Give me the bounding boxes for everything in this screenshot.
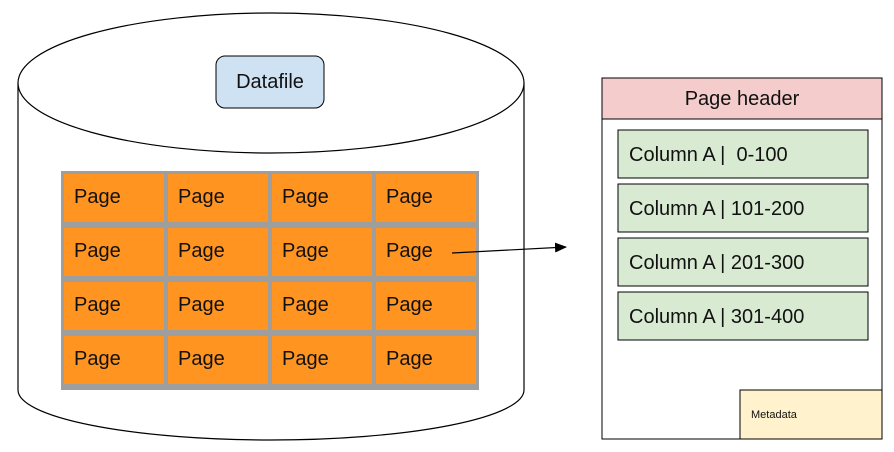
datafile-label: Datafile xyxy=(236,71,304,93)
page-cell-rect xyxy=(168,282,268,330)
page-cell-rect xyxy=(168,336,268,384)
page-cell: Page xyxy=(376,282,476,330)
column-range-box: Column A | 0-100 xyxy=(617,129,869,179)
datafile-box: Datafile xyxy=(215,55,325,109)
page-cell: Page xyxy=(168,228,268,276)
page-cell: Page xyxy=(376,336,476,384)
column-range-label: Column A | 101-200 xyxy=(629,198,804,220)
page-cell-label: Page xyxy=(386,294,433,316)
page-cell-label: Page xyxy=(178,186,225,208)
column-range-rect xyxy=(617,129,869,179)
page-cell: Page xyxy=(168,336,268,384)
datafile-box-rect xyxy=(215,55,325,109)
column-range-box: Column A | 301-400 xyxy=(617,291,869,341)
page-cell: Page xyxy=(272,282,372,330)
column-range-box: Column A | 201-300 xyxy=(617,237,869,287)
page-cell: Page xyxy=(64,228,164,276)
page-cell-rect xyxy=(64,174,164,222)
page-cell: Page xyxy=(168,174,268,222)
column-range-rect xyxy=(617,237,869,287)
page-cell-rect xyxy=(376,336,476,384)
page-cell: Page xyxy=(376,228,476,276)
page-cell-rect xyxy=(168,174,268,222)
page-cell-label: Page xyxy=(74,348,121,370)
page-cell-label: Page xyxy=(178,294,225,316)
page-cell-rect xyxy=(272,282,372,330)
column-range-rect xyxy=(617,183,869,233)
page-cell: Page xyxy=(64,174,164,222)
page-cell-rect xyxy=(272,174,372,222)
page-cell-label: Page xyxy=(386,186,433,208)
page-cell: Page xyxy=(272,228,372,276)
page-cell: Page xyxy=(64,336,164,384)
page-cell: Page xyxy=(376,174,476,222)
page-cell: Page xyxy=(168,282,268,330)
page-cell-label: Page xyxy=(178,240,225,262)
column-range-rect xyxy=(617,291,869,341)
page-cell-rect xyxy=(376,174,476,222)
metadata-box xyxy=(739,389,883,440)
page-cell-label: Page xyxy=(282,294,329,316)
page-cell: Page xyxy=(272,174,372,222)
page-cell-label: Page xyxy=(282,186,329,208)
page-detail-arrow xyxy=(451,242,567,254)
page-cell: Page xyxy=(272,336,372,384)
page-cell-rect xyxy=(64,282,164,330)
page-cell-label: Page xyxy=(282,348,329,370)
metadata-label: Metadata xyxy=(751,409,798,421)
page-cell-label: Page xyxy=(386,240,433,262)
page-cell-label: Page xyxy=(74,240,121,262)
page-cell-rect xyxy=(64,336,164,384)
page-cell-label: Page xyxy=(74,186,121,208)
column-range-label: Column A | 201-300 xyxy=(629,252,804,274)
page-cell-rect xyxy=(272,228,372,276)
page-cell-rect xyxy=(272,336,372,384)
page-cell-rect xyxy=(64,228,164,276)
page-cell-label: Page xyxy=(178,348,225,370)
column-range-label: Column A | 301-400 xyxy=(629,306,804,328)
page-cell: Page xyxy=(64,282,164,330)
page-header-label: Page header xyxy=(685,88,800,110)
column-range-box: Column A | 101-200 xyxy=(617,183,869,233)
page-cell-label: Page xyxy=(74,294,121,316)
column-range-label: Column A | 0-100 xyxy=(629,144,788,166)
page-cell-rect xyxy=(168,228,268,276)
page-cell-label: Page xyxy=(282,240,329,262)
page-cell-label: Page xyxy=(386,348,433,370)
page-header-box xyxy=(601,77,883,120)
page-cell-rect xyxy=(376,282,476,330)
page-cell-rect xyxy=(376,228,476,276)
